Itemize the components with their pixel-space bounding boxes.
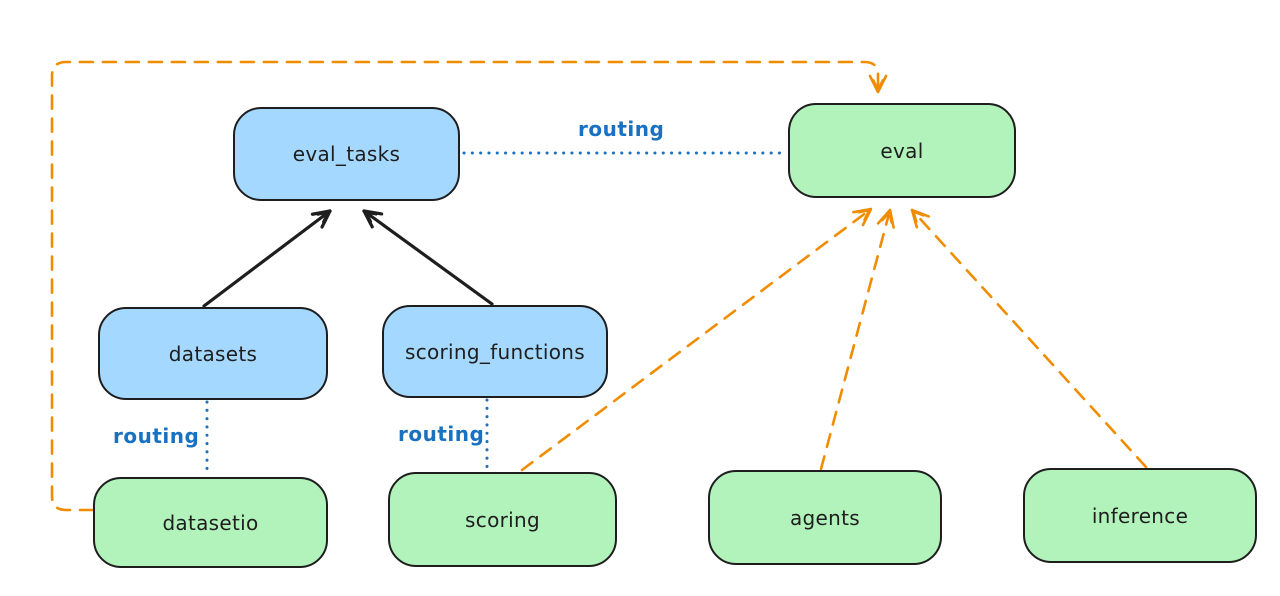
node-agents-label: agents [790,505,860,530]
edge-inference-to-eval [910,208,1148,469]
edge-scoring-functions-to-eval-tasks [362,209,494,306]
node-eval-tasks: eval_tasks [233,107,460,201]
node-agents: agents [708,470,942,565]
node-eval-tasks-label: eval_tasks [292,142,401,166]
node-eval: eval [788,103,1016,198]
node-datasets-label: datasets [168,341,258,366]
node-datasetio: datasetio [93,477,328,568]
edge-label-datasets-datasetio: routing [113,424,200,448]
node-scoring-functions: scoring_functions [382,305,608,398]
node-inference: inference [1023,468,1257,563]
edge-agents-to-eval [819,208,895,471]
node-datasets: datasets [98,307,328,400]
node-datasetio-label: datasetio [162,510,259,535]
node-inference-label: inference [1091,503,1189,528]
node-scoring-label: scoring [465,507,540,532]
edge-label-scoring-functions-scoring: routing [398,422,485,446]
node-scoring-functions-label: scoring_functions [404,339,586,364]
node-eval-label: eval [880,138,924,163]
edge-label-eval-tasks-eval: routing [578,117,665,141]
edge-datasets-to-eval-tasks [202,209,332,308]
node-scoring: scoring [388,472,617,567]
